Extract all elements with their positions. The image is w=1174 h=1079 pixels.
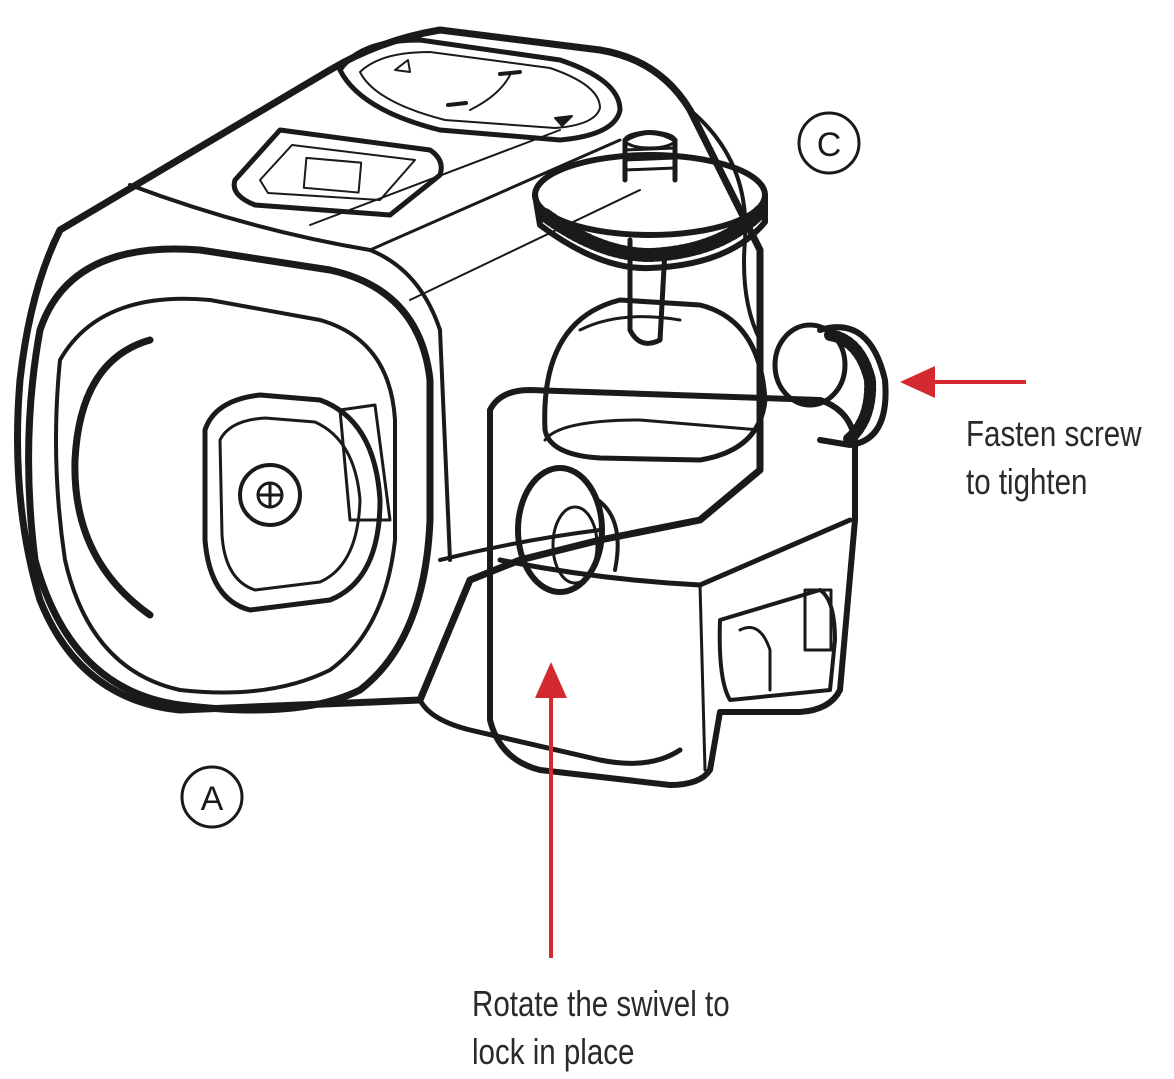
top-control-pad bbox=[337, 37, 623, 143]
rotate-label-line1: Rotate the swivel to bbox=[472, 983, 730, 1024]
rotate-arrow bbox=[535, 662, 567, 958]
fasten-arrow bbox=[900, 366, 1026, 398]
rotate-swivel-label: Rotate the swivel to lock in place bbox=[472, 980, 730, 1076]
callout-c: C bbox=[797, 111, 861, 175]
fasten-label-line2: to tighten bbox=[966, 461, 1088, 502]
callout-c-letter: C bbox=[817, 126, 842, 164]
cable bbox=[688, 108, 762, 342]
lens-housing bbox=[25, 245, 434, 714]
callout-a: A bbox=[180, 765, 244, 829]
swivel-mount bbox=[487, 297, 858, 788]
rotate-label-line2: lock in place bbox=[472, 1031, 635, 1072]
callout-a-letter: A bbox=[201, 780, 224, 818]
top-display-window bbox=[231, 127, 444, 218]
fastening-screw bbox=[772, 322, 889, 448]
fasten-label-line1: Fasten screw bbox=[966, 413, 1142, 454]
tripod-screw bbox=[532, 130, 768, 346]
fasten-screw-label: Fasten screw to tighten bbox=[966, 410, 1142, 506]
